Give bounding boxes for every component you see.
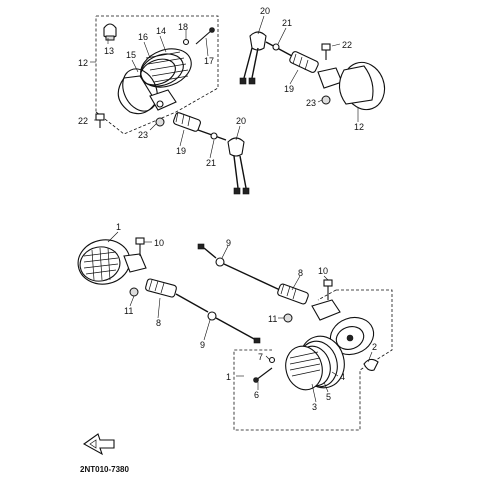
- assembly-top-left: [95, 15, 250, 195]
- callout-18: 18: [178, 22, 188, 32]
- bolt-10-right[interactable]: [323, 279, 333, 300]
- lens-rim-3-4-5[interactable]: [281, 331, 350, 394]
- wire-9-left[interactable]: [175, 293, 261, 344]
- callout-20-right: 20: [260, 6, 270, 16]
- callout-23-right: 23: [306, 98, 316, 108]
- wire-9-right[interactable]: [197, 243, 281, 291]
- assembly-bottom-left: [75, 236, 261, 344]
- callout-9-left: 9: [200, 340, 205, 350]
- callout-6: 6: [254, 390, 259, 400]
- callout-12-left: 12: [78, 58, 88, 68]
- callout-11-left: 11: [124, 306, 133, 316]
- nut-11-right[interactable]: [283, 313, 293, 323]
- callout-16: 16: [138, 32, 148, 42]
- bolt-10-left[interactable]: [135, 237, 145, 256]
- nut-11-left[interactable]: [129, 287, 139, 297]
- diagram-code: 2NT010-7380: [80, 465, 129, 474]
- washer-18[interactable]: [182, 38, 190, 46]
- housing-12-right[interactable]: [317, 57, 391, 116]
- washer-7[interactable]: [268, 356, 276, 364]
- callout-20-left: 20: [236, 116, 246, 126]
- callout-11-right: 11: [268, 314, 277, 324]
- callout-21-right: 21: [282, 18, 292, 28]
- callout-2: 2: [372, 342, 377, 352]
- callout-9-right: 9: [226, 238, 231, 248]
- stem-8-left[interactable]: [145, 278, 177, 298]
- callout-8-right: 8: [298, 268, 303, 278]
- callout-4: 4: [340, 372, 345, 382]
- callout-10-left: 10: [154, 238, 164, 248]
- bolt-22-left[interactable]: [95, 113, 105, 128]
- callout-15: 15: [126, 50, 136, 60]
- callout-10-right: 10: [318, 266, 328, 276]
- bulb-2[interactable]: [363, 358, 379, 371]
- callout-19-right: 19: [284, 84, 294, 94]
- bulb-13[interactable]: [103, 23, 117, 41]
- leader-lines: [90, 15, 373, 403]
- housing-body-right[interactable]: [311, 299, 379, 360]
- nut-23-left[interactable]: [155, 117, 165, 127]
- callout-numbers: 13 16 14 15 18 17 12 22 23 19 21 20 20 2…: [78, 6, 377, 412]
- screw-17[interactable]: [195, 27, 215, 45]
- callout-22-right: 22: [342, 40, 352, 50]
- stem-19-21-right[interactable]: [265, 41, 319, 73]
- callout-7: 7: [258, 352, 263, 362]
- stem-socket-19-20-21-left[interactable]: [173, 111, 250, 195]
- socket-20-right[interactable]: [239, 31, 267, 85]
- housing-1-left[interactable]: [75, 236, 147, 288]
- callout-21-left: 21: [206, 158, 216, 168]
- assembly-bottom-right: [197, 243, 393, 431]
- callout-12-right: 12: [354, 122, 364, 132]
- callout-17: 17: [204, 56, 214, 66]
- screw-6[interactable]: [253, 367, 273, 383]
- assembly-top-right: [239, 31, 391, 116]
- nut-23-right[interactable]: [321, 95, 331, 105]
- callout-8-left: 8: [156, 318, 161, 328]
- bolt-22-right[interactable]: [321, 43, 331, 60]
- callout-1-right: 1: [226, 372, 231, 382]
- callout-13: 13: [104, 46, 114, 56]
- stem-8-right[interactable]: [277, 283, 309, 305]
- callout-22-left: 22: [78, 116, 88, 126]
- callout-3: 3: [312, 402, 317, 412]
- forward-arrow-icon: [82, 433, 115, 456]
- callout-23-left: 23: [138, 130, 148, 140]
- callout-19-left: 19: [176, 146, 186, 156]
- callout-14: 14: [156, 26, 166, 36]
- callout-5: 5: [326, 392, 331, 402]
- bracket: [149, 89, 177, 111]
- callout-1-left: 1: [116, 222, 121, 232]
